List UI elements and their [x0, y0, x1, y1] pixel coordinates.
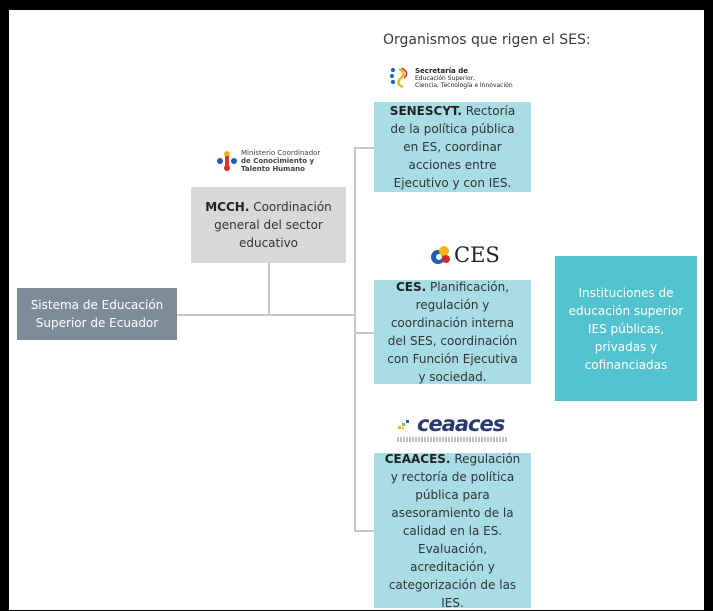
diagram-page: Organismos que rigen el SES: Sistema de …	[9, 10, 704, 610]
senescyt-logo-line-3: Ciencia, Tecnología e Innovación	[415, 81, 513, 89]
ces-box: CES. Planificación, regulación y coordin…	[374, 280, 531, 384]
mcch-box: MCCH. Coordinación general del sector ed…	[191, 187, 346, 263]
senescyt-box: SENESCYT. Rectoría de la política públic…	[374, 102, 531, 192]
mcch-emblem-icon	[217, 151, 237, 171]
senescyt-name: SENESCYT.	[389, 104, 462, 118]
connector-organisms-vertical	[354, 147, 356, 531]
mcch-description: Coordinación general del sector educativ…	[214, 200, 332, 250]
ces-emblem-icon	[431, 246, 450, 264]
connector-senescyt	[354, 147, 374, 149]
connector-ces	[354, 332, 374, 334]
ceaaces-logo: ceaaces	[397, 412, 507, 442]
ces-logo-text: CES	[454, 243, 500, 267]
senescyt-description: Rectoría de la política pública en ES, c…	[390, 104, 516, 190]
ces-name: CES.	[395, 280, 427, 294]
ceaaces-logo-subtitle	[397, 437, 507, 442]
ies-box: Instituciones de educación superior IES …	[555, 256, 697, 401]
senescyt-logo-line-2: Educación Superior,	[415, 74, 476, 82]
ses-box: Sistema de Educación Superior de Ecuador	[17, 288, 177, 340]
ces-description: Planificación, regulación y coordinación…	[387, 280, 518, 384]
senescyt-emblem-icon	[390, 67, 408, 89]
connector-mcch-vertical	[268, 263, 270, 315]
connector-horizontal-main	[177, 314, 355, 316]
connector-ceaaces	[354, 530, 374, 532]
ies-label: Instituciones de educación superior IES …	[568, 285, 684, 372]
mcch-logo-line-1: Ministerio Coordinador	[241, 149, 321, 157]
mcch-name: MCCH.	[205, 200, 250, 214]
ceaaces-emblem-icon	[398, 420, 409, 429]
ceaaces-box: CEAACES. Regulación y rectoría de políti…	[374, 451, 531, 610]
ces-logo: CES	[430, 243, 500, 267]
mcch-logo: Ministerio Coordinador de Conocimiento y…	[216, 149, 320, 173]
senescyt-logo-line-1: Secretaría de	[415, 66, 468, 75]
ceaaces-description: Regulación y rectoría de política públic…	[388, 451, 521, 610]
ses-label: Sistema de Educación Superior de Ecuador	[30, 298, 164, 330]
ceaaces-name: CEAACES.	[384, 451, 451, 466]
senescyt-logo: Secretaría de Educación Superior, Cienci…	[389, 66, 513, 90]
ceaaces-logo-text: ceaaces	[417, 412, 505, 436]
mcch-logo-line-2: de Conocimiento y	[241, 157, 315, 165]
mcch-logo-line-3: Talento Humano	[241, 165, 305, 173]
diagram-title: Organismos que rigen el SES:	[383, 32, 591, 48]
